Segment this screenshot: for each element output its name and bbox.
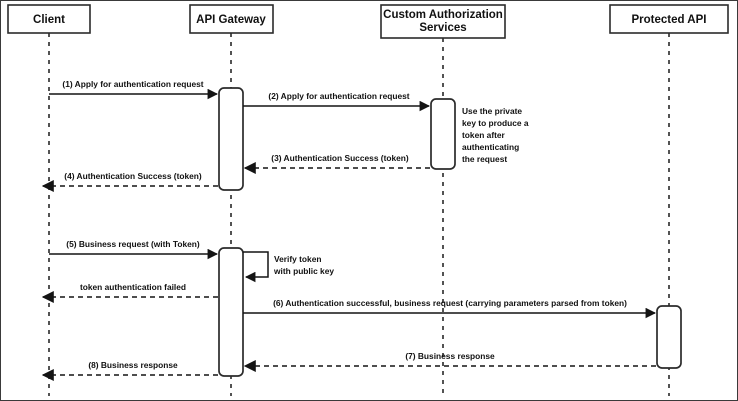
message-self-verify-token-label-line1: Verify token — [274, 254, 321, 264]
note-private-key-line-5: the request — [462, 154, 507, 164]
message-5: (5) Business request (with Token) — [49, 239, 219, 260]
note-private-key: Use the private key to produce a token a… — [462, 106, 529, 164]
participant-label-custom-auth-line2: Services — [419, 22, 466, 34]
participant-api-gateway[interactable]: API Gateway — [189, 4, 274, 34]
message-self-verify-token: Verify token with public key — [243, 251, 334, 283]
message-self-verify-token-label-line2: with public key — [273, 266, 334, 276]
participant-custom-auth[interactable]: Custom Authorization Services — [380, 4, 506, 39]
message-token-authentication-failed-label: token authentication failed — [80, 282, 186, 292]
message-6-label: (6) Authentication successful, business … — [273, 298, 627, 308]
message-8: (8) Business response — [41, 360, 218, 381]
message-4-label: (4) Authentication Success (token) — [64, 171, 202, 181]
activation-protected-api — [656, 305, 682, 369]
activation-custom-auth — [430, 98, 456, 170]
note-private-key-line-1: Use the private — [462, 106, 522, 116]
message-7: (7) Business response — [243, 351, 656, 372]
participant-label-client: Client — [33, 14, 65, 26]
message-self-verify-token-arrow — [243, 251, 269, 283]
participant-client[interactable]: Client — [7, 4, 91, 34]
message-8-label: (8) Business response — [88, 360, 178, 370]
note-private-key-line-2: key to produce a — [462, 118, 529, 128]
note-private-key-line-3: token after — [462, 130, 506, 140]
participant-label-custom-auth-line1: Custom Authorization — [383, 9, 503, 21]
message-1-label: (1) Apply for authentication request — [62, 79, 203, 89]
message-1: (1) Apply for authentication request — [49, 79, 219, 100]
participant-label-api-gateway: API Gateway — [196, 14, 266, 26]
activation-api-gateway-business — [218, 247, 244, 377]
participant-label-protected-api: Protected API — [632, 14, 707, 26]
message-6: (6) Authentication successful, business … — [243, 298, 657, 319]
note-private-key-line-4: authenticating — [462, 142, 519, 152]
message-4: (4) Authentication Success (token) — [41, 171, 218, 192]
activation-api-gateway-auth — [218, 87, 244, 191]
message-2: (2) Apply for authentication request — [243, 91, 431, 112]
message-2-label: (2) Apply for authentication request — [268, 91, 409, 101]
message-5-label: (5) Business request (with Token) — [66, 239, 200, 249]
message-7-label: (7) Business response — [405, 351, 495, 361]
message-3-label: (3) Authentication Success (token) — [271, 153, 409, 163]
message-token-authentication-failed: token authentication failed — [41, 282, 218, 303]
message-3: (3) Authentication Success (token) — [243, 153, 430, 174]
participant-protected-api[interactable]: Protected API — [609, 4, 729, 34]
